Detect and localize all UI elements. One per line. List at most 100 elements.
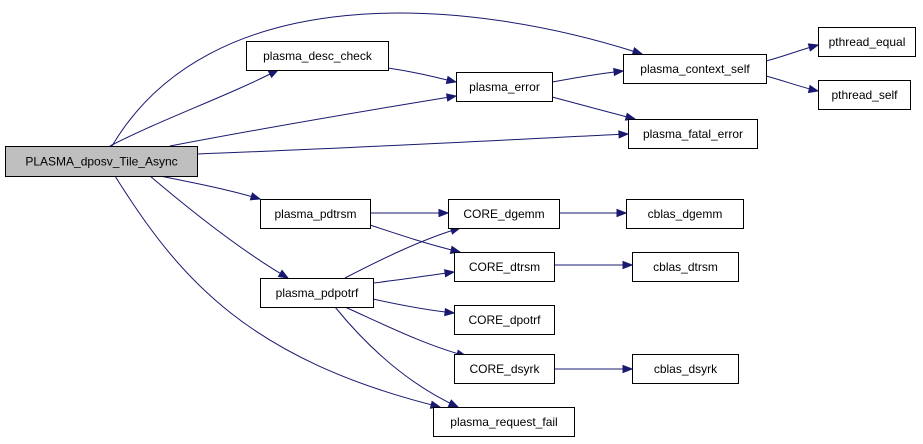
node-label: cblas_dsyrk xyxy=(654,362,718,376)
edge-desc-to-err xyxy=(387,67,458,85)
arrow-head xyxy=(267,69,280,79)
node-fatal[interactable]: plasma_fatal_error xyxy=(628,119,758,149)
node-pdpotrf[interactable]: plasma_pdpotrf xyxy=(260,278,374,308)
arrow-head xyxy=(277,269,290,279)
node-box xyxy=(623,54,767,84)
edge-line xyxy=(369,224,461,253)
node-pself[interactable]: pthread_self xyxy=(818,80,911,110)
node-ctx[interactable]: plasma_context_self xyxy=(623,54,767,84)
node-dpotrf[interactable]: CORE_dpotrf xyxy=(454,305,555,335)
node-box xyxy=(632,354,739,384)
node-label: CORE_dpotrf xyxy=(468,313,541,327)
node-box xyxy=(456,72,553,102)
edge-line xyxy=(551,96,636,120)
node-label: CORE_dgemm xyxy=(463,207,544,221)
node-box xyxy=(454,354,555,384)
node-label: pthread_self xyxy=(831,88,898,102)
node-label: cblas_dgemm xyxy=(648,207,723,221)
edge-dsyrk-to-cdsyrk xyxy=(554,364,634,374)
edge-line xyxy=(344,306,467,357)
edge-pdtrsm-to-dgemm xyxy=(370,208,450,218)
edge-line xyxy=(159,175,261,200)
edge-root-to-pdpotrf xyxy=(149,175,290,279)
node-root[interactable]: PLASMA_dposv_Tile_Async xyxy=(5,146,198,177)
edge-line xyxy=(169,95,457,147)
edge-pdpotrf-to-dpotrf xyxy=(372,298,456,317)
node-label: plasma_request_fail xyxy=(450,415,557,429)
node-peq[interactable]: pthread_equal xyxy=(818,27,916,57)
node-rfail[interactable]: plasma_request_fail xyxy=(433,407,575,437)
arrow-head xyxy=(807,84,820,94)
edge-line xyxy=(372,271,455,284)
node-box xyxy=(626,199,744,229)
node-cdgemm[interactable]: cblas_dgemm xyxy=(626,199,744,229)
node-box xyxy=(632,252,739,282)
node-box xyxy=(260,278,374,308)
arrow-head xyxy=(444,269,456,278)
arrow-head xyxy=(445,75,458,85)
arrow-head xyxy=(445,93,458,102)
arrow-head xyxy=(631,47,644,56)
arrow-head xyxy=(807,43,820,52)
node-label: plasma_pdpotrf xyxy=(276,286,359,300)
node-label: CORE_dtrsm xyxy=(469,260,540,274)
edge-pdtrsm-to-dtrsm xyxy=(369,224,462,255)
arrow-head xyxy=(618,130,630,139)
edge-pdpotrf-to-dgemm xyxy=(344,226,462,279)
node-pdtrsm[interactable]: plasma_pdtrsm xyxy=(260,199,371,229)
node-box xyxy=(260,199,371,229)
node-label: plasma_fatal_error xyxy=(643,127,743,141)
node-box xyxy=(454,252,555,282)
node-dtrsm[interactable]: CORE_dtrsm xyxy=(454,252,555,282)
node-layer: PLASMA_dposv_Tile_Async plasma_desc_check… xyxy=(5,27,916,437)
edge-ctx-to-peq xyxy=(765,43,820,62)
node-label: cblas_dtrsm xyxy=(653,260,718,274)
arrow-head xyxy=(622,260,634,270)
node-label: PLASMA_dposv_Tile_Async xyxy=(25,155,177,169)
arrow-head xyxy=(249,192,262,201)
edge-err-to-fatal xyxy=(551,96,637,121)
arrow-head xyxy=(447,399,460,408)
edge-root-to-err xyxy=(169,93,458,147)
arrow-head xyxy=(622,364,634,374)
node-dsyrk[interactable]: CORE_dsyrk xyxy=(454,354,555,384)
node-cdtrsm[interactable]: cblas_dtrsm xyxy=(632,252,739,282)
node-label: CORE_dsyrk xyxy=(469,362,540,376)
node-box xyxy=(448,199,560,229)
node-err[interactable]: plasma_error xyxy=(456,72,553,102)
edge-root-to-fatal xyxy=(196,130,630,155)
node-box xyxy=(5,146,198,177)
edge-err-to-ctx xyxy=(551,67,625,83)
node-label: plasma_pdtrsm xyxy=(274,207,356,221)
edge-line xyxy=(344,227,461,279)
node-label: pthread_equal xyxy=(829,35,906,49)
edge-pdpotrf-to-rfail xyxy=(334,306,460,408)
edge-line xyxy=(387,67,457,83)
edge-line xyxy=(114,175,441,408)
node-box xyxy=(454,305,555,335)
node-box xyxy=(246,41,389,71)
edge-pdpotrf-to-dtrsm xyxy=(372,269,456,284)
edge-line xyxy=(109,69,279,147)
edge-line xyxy=(551,70,624,83)
node-desc[interactable]: plasma_desc_check xyxy=(246,41,389,71)
arrow-head xyxy=(616,208,628,218)
edge-line xyxy=(334,306,459,408)
edge-root-to-desc xyxy=(109,69,280,147)
node-dgemm[interactable]: CORE_dgemm xyxy=(448,199,560,229)
edge-root-to-pdtrsm xyxy=(159,175,262,201)
node-cdsyrk[interactable]: cblas_dsyrk xyxy=(632,354,739,384)
node-label: plasma_desc_check xyxy=(263,49,373,63)
node-box xyxy=(818,27,916,57)
arrow-head xyxy=(613,67,625,77)
edge-layer xyxy=(109,12,820,409)
edge-ctx-to-pself xyxy=(765,75,820,94)
node-box xyxy=(818,80,911,110)
edge-root-to-ctx xyxy=(111,12,644,147)
edge-line xyxy=(111,12,643,147)
edge-line xyxy=(149,175,289,279)
arrow-head xyxy=(444,307,456,317)
edge-dtrsm-to-cdtrsm xyxy=(554,260,634,270)
node-label: plasma_error xyxy=(469,80,540,94)
edge-dgemm-to-cdgemm xyxy=(559,208,628,218)
